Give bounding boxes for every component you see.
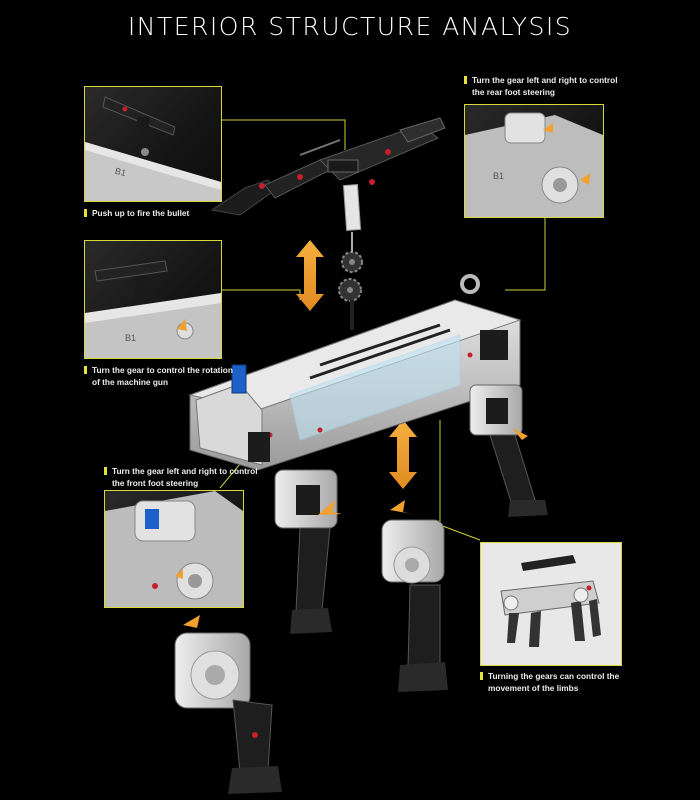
page-title: INTERIOR STRUCTURE ANALYSIS (127, 12, 573, 41)
panel-label-b1: B1 (125, 333, 137, 343)
leg-mid-right (381, 519, 448, 692)
machine-gun (210, 117, 446, 231)
caption-marker (84, 366, 87, 374)
orange-rotate-arrows (183, 500, 412, 630)
detail-panel-fire: B1 (84, 86, 222, 202)
leg-front-bottom (174, 632, 282, 794)
caption-rear-steering: Turn the gear left and right to control … (464, 74, 618, 98)
robot-dog-thumbnail (481, 543, 621, 665)
caption-gun-rotation-line2: of the machine gun (92, 377, 169, 387)
detail-panel-gun-rotation: B1 (84, 240, 222, 359)
caption-marker (84, 209, 87, 217)
gun-rotation-thumbnail (85, 260, 221, 358)
orange-arrow-up-down (296, 240, 417, 489)
robot-chassis (188, 274, 522, 471)
caption-gun-rotation: Turn the gear to control the rotation of… (84, 364, 233, 388)
caption-rear-steering-line2: the rear foot steering (472, 87, 555, 97)
caption-limbs-line2: movement of the limbs (488, 683, 579, 693)
gear-pair (338, 232, 363, 302)
caption-marker (104, 467, 107, 475)
leg-mid-left (274, 469, 338, 634)
caption-fire: Push up to fire the bullet (84, 207, 189, 219)
detail-panel-rear-steering: B1 (464, 104, 604, 218)
caption-marker (464, 76, 467, 84)
detail-panel-limbs (480, 542, 622, 666)
gun-mount-thumbnail (85, 96, 221, 201)
caption-front-steering: Turn the gear left and right to control … (104, 465, 258, 489)
rear-steering-thumbnail (465, 112, 603, 217)
panel-label-b1: B1 (493, 171, 505, 181)
front-steering-thumbnail (105, 491, 243, 607)
caption-front-steering-line2: the front foot steering (112, 478, 199, 488)
caption-limbs: Turning the gears can control the moveme… (480, 670, 619, 694)
detail-panel-front-steering (104, 490, 244, 608)
leg-back-right (469, 384, 548, 517)
caption-marker (480, 672, 483, 680)
